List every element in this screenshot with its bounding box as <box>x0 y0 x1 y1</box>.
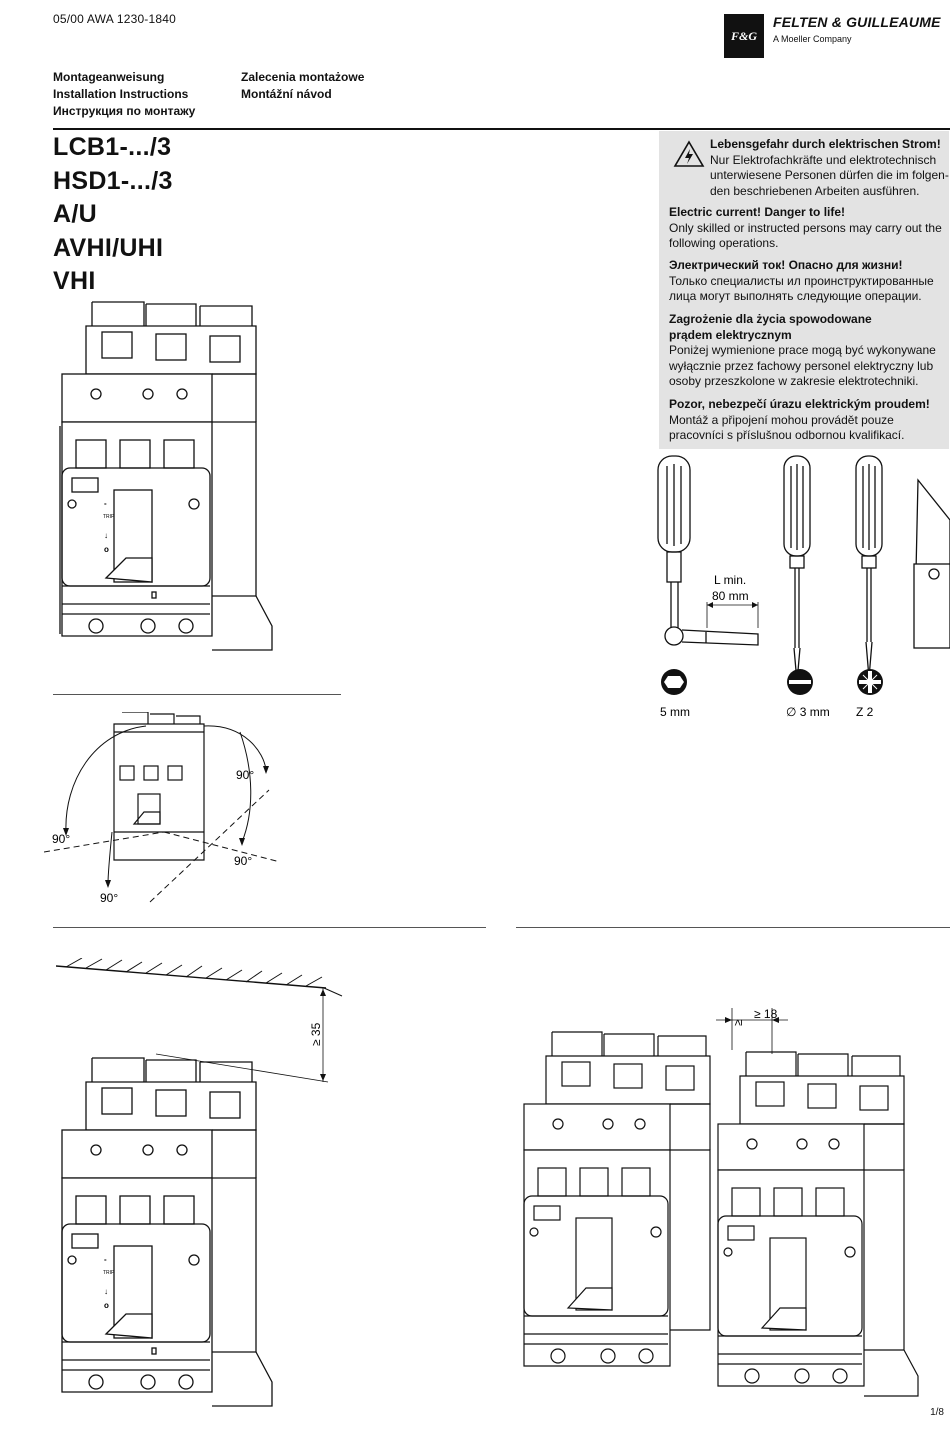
title-en: Installation Instructions <box>53 87 189 101</box>
svg-text:↓: ↓ <box>104 1287 108 1296</box>
model-hsd1: HSD1-.../3 <box>53 167 173 195</box>
lmin-value: 80 mm <box>712 589 749 603</box>
model-vhi: VHI <box>53 267 96 295</box>
warning-de-title: Lebensgefahr durch elektrischen Strom! <box>710 137 941 151</box>
angle-right-label: 90° <box>234 854 252 868</box>
brand-name: FELTEN & GUILLEAUME <box>773 14 941 30</box>
document-number: 05/00 AWA 1230-1840 <box>53 12 177 26</box>
svg-text:o: o <box>104 545 109 554</box>
breaker-drawing-main: - TRIP ↓ o <box>59 301 273 651</box>
trip-mark: TRIP <box>103 1270 115 1276</box>
svg-text:o: o <box>104 1301 109 1310</box>
mounting-positions-diagram: 90° 90° 90° 90° <box>44 712 281 905</box>
side-clearance-label: ≥ 18 <box>754 1007 778 1021</box>
cable-knife-tool <box>913 478 950 649</box>
pozidriv-screwdriver-tool <box>855 455 883 679</box>
ceiling-clearance-diagram: ≥ 35 <box>56 958 343 1083</box>
section-divider-3 <box>516 927 950 928</box>
warning-ru-title: Электрический ток! Опасно для жизни! <box>669 258 903 272</box>
language-column-1: Montageanweisung Installation Instructio… <box>53 69 195 120</box>
svg-text:≥: ≥ <box>731 1019 745 1026</box>
brand-subtitle: A Moeller Company <box>773 34 852 44</box>
section-divider-1 <box>53 694 341 695</box>
warning-pl: Zagrożenie dla życia spowodowane prądem … <box>669 312 936 388</box>
tools-illustration: L min. 80 mm 5 mm ∅ 3 mm Z 2 <box>657 455 950 719</box>
warning-ru: Электрический ток! Опасно для жизни! Тол… <box>669 258 934 303</box>
fg-logo: F&G <box>724 14 764 58</box>
title-de: Montageanweisung <box>53 70 165 84</box>
section-divider-2 <box>53 927 486 928</box>
top-clearance-label: ≥ 35 <box>309 1022 323 1046</box>
angle-left-label: 90° <box>52 832 70 846</box>
hex-socket-icon <box>661 669 687 695</box>
breaker-drawing-ceiling: - TRIP ↓ o <box>61 1057 273 1407</box>
page-number: 1/8 <box>930 1407 944 1418</box>
hex-size-label: 5 mm <box>660 705 690 719</box>
model-avhi-uhi: AVHI/UHI <box>53 234 164 262</box>
side-clearance-diagram: ≥ ≥ 18 <box>523 1007 919 1397</box>
angle-top-label: 90° <box>236 768 254 782</box>
title-pl: Zalecenia montażowe <box>241 70 365 84</box>
svg-text:-: - <box>104 499 107 508</box>
pozi-size-label: Z 2 <box>856 705 874 719</box>
warning-en-title: Electric current! Danger to life! <box>669 205 846 219</box>
svg-text:↓: ↓ <box>104 531 108 540</box>
warning-cz: Pozor, nebezpečí úrazu elektrickým proud… <box>669 397 930 442</box>
slot-size-label: ∅ 3 mm <box>786 705 830 719</box>
slotted-screwdriver-tool <box>783 455 811 683</box>
trip-mark: TRIP <box>103 514 115 520</box>
slotted-head-icon <box>787 669 813 695</box>
safety-warning-panel: Lebensgefahr durch elektrischen Strom! N… <box>659 131 949 449</box>
angle-bottom-label: 90° <box>100 891 118 905</box>
title-cz: Montážní návod <box>241 87 332 101</box>
model-lcb1: LCB1-.../3 <box>53 133 172 161</box>
title-ru: Инструкция по монтажу <box>53 104 196 118</box>
warning-en: Electric current! Danger to life! Only s… <box>669 205 942 250</box>
model-au: A/U <box>53 200 97 228</box>
electric-hazard-icon <box>673 140 705 167</box>
pozidriv-head-icon <box>857 669 883 695</box>
header-rule <box>53 128 950 130</box>
lmin-label: L min. <box>714 573 746 587</box>
language-column-2: Zalecenia montażowe Montážní návod <box>241 69 364 103</box>
warning-cz-title: Pozor, nebezpečí úrazu elektrickým proud… <box>669 397 930 411</box>
warning-pl-title: Zagrożenie dla życia spowodowane <box>669 312 872 326</box>
svg-text:-: - <box>104 1255 107 1264</box>
hex-key-tool <box>657 455 759 646</box>
warning-de: Lebensgefahr durch elektrischen Strom! N… <box>710 137 949 198</box>
